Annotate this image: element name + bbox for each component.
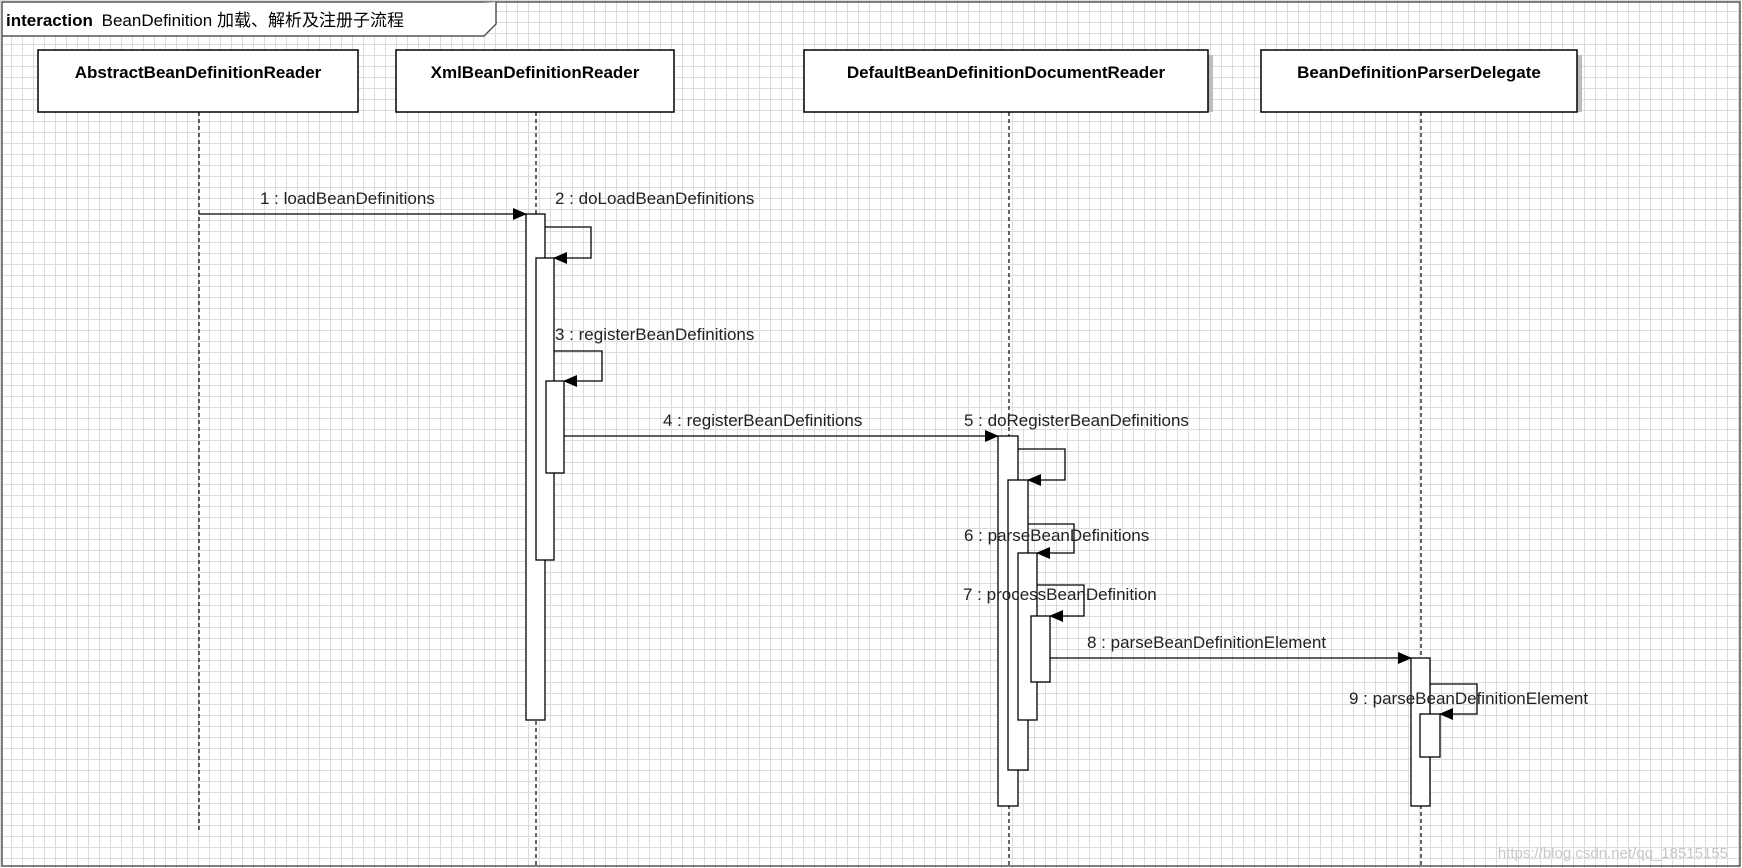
participant-name: BeanDefinitionParserDelegate [1297, 63, 1541, 82]
participant-abstract-reader: AbstractBeanDefinitionReader [37, 49, 359, 113]
activations [525, 213, 1441, 807]
participant-name: XmlBeanDefinitionReader [431, 63, 640, 82]
message-label: 6 : parseBeanDefinitions [964, 526, 1149, 545]
message-8: 8 : parseBeanDefinitionElement [1050, 633, 1412, 664]
message-label: 2 : doLoadBeanDefinitions [555, 189, 754, 208]
message-5: 5 : doRegisterBeanDefinitions [964, 411, 1189, 486]
participant-parser-delegate: BeanDefinitionParserDelegate [1260, 49, 1582, 113]
message-label: 4 : registerBeanDefinitions [663, 411, 862, 430]
message-label: 7 : processBeanDefinition [963, 585, 1157, 604]
message-label: 1 : loadBeanDefinitions [260, 189, 435, 208]
message-label: 9 : parseBeanDefinitionElement [1349, 689, 1588, 708]
message-4: 4 : registerBeanDefinitions [564, 411, 999, 442]
participant-xml-reader: XmlBeanDefinitionReader [395, 49, 675, 113]
frame-keyword: interaction [6, 11, 93, 30]
message-label: 5 : doRegisterBeanDefinitions [964, 411, 1189, 430]
frame-title: interaction BeanDefinition 加载、解析及注册子流程 [6, 11, 404, 30]
message-3: 3 : registerBeanDefinitions [554, 325, 754, 387]
message-label: 3 : registerBeanDefinitions [555, 325, 754, 344]
watermark-text: https://blog.csdn.net/qq_18515155 [1498, 845, 1728, 862]
participant-name: DefaultBeanDefinitionDocumentReader [847, 63, 1166, 82]
activation-bar [545, 380, 565, 474]
activation-bar [1419, 713, 1441, 758]
frame-name: BeanDefinition 加载、解析及注册子流程 [102, 11, 404, 30]
participant-document-reader: DefaultBeanDefinitionDocumentReader [803, 49, 1213, 113]
message-7: 7 : processBeanDefinition [963, 584, 1157, 622]
message-2: 2 : doLoadBeanDefinitions [545, 189, 754, 264]
message-6: 6 : parseBeanDefinitions [964, 523, 1149, 559]
message-9: 9 : parseBeanDefinitionElement [1349, 683, 1588, 720]
lifelines [198, 112, 1422, 868]
message-1: 1 : loadBeanDefinitions [199, 189, 527, 220]
participant-name: AbstractBeanDefinitionReader [75, 63, 322, 82]
message-label: 8 : parseBeanDefinitionElement [1087, 633, 1326, 652]
activation-bar [1030, 615, 1051, 683]
